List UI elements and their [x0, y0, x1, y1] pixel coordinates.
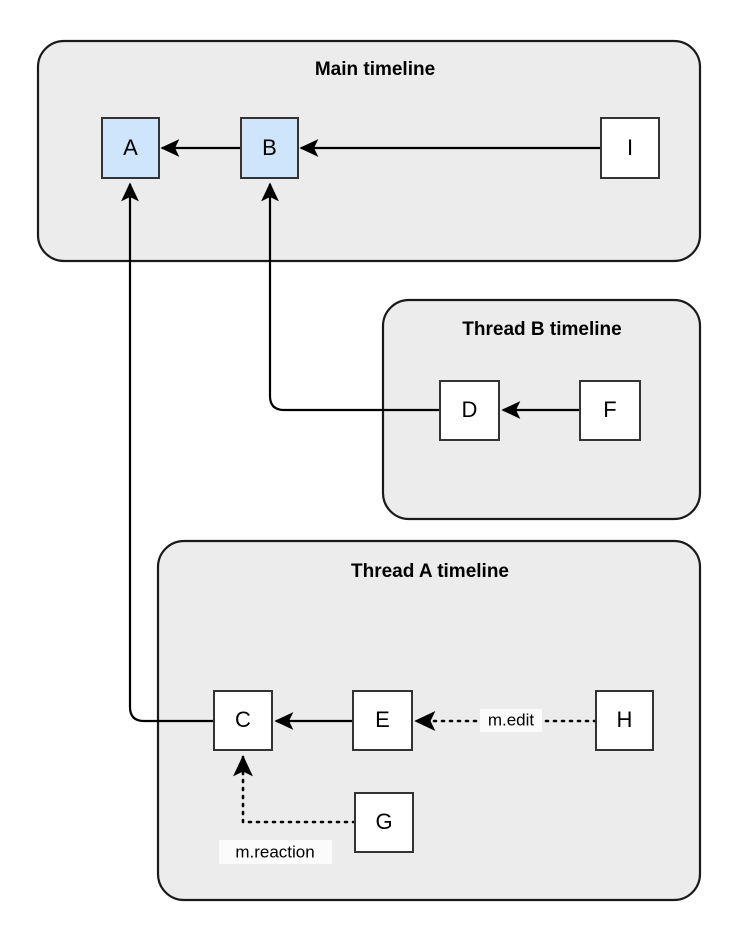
node-c-box[interactable] [213, 690, 273, 751]
group-main-timeline-title: Main timeline [315, 59, 435, 80]
node-d-box[interactable] [439, 380, 500, 441]
node-f-label: F [603, 397, 616, 422]
node-h-box[interactable] [595, 690, 654, 751]
edge-label-m-edit: m.edit [480, 709, 542, 732]
node-b-label: B [262, 135, 277, 160]
edge-g-to-c [233, 755, 357, 824]
edge-label-m-reaction-text: m.reaction [235, 842, 314, 861]
node-a[interactable]: A [101, 117, 160, 179]
edge-label-m-reaction-bg [219, 840, 332, 864]
edge-c-to-a [121, 182, 214, 723]
node-i-label: I [627, 135, 633, 160]
node-g[interactable]: G [354, 792, 414, 853]
node-d-label: D [462, 397, 478, 422]
node-b-box[interactable] [240, 117, 299, 179]
edge-label-m-edit-text: m.edit [488, 710, 535, 729]
node-e-label: E [375, 707, 390, 732]
node-c-label: C [235, 707, 251, 732]
group-thread-b-timeline-title: Thread B timeline [462, 319, 621, 340]
edge-label-m-edit-bg [480, 709, 542, 732]
node-f-box[interactable] [579, 380, 641, 441]
node-b[interactable]: B [240, 117, 299, 179]
node-d[interactable]: D [439, 380, 500, 441]
node-h[interactable]: H [595, 690, 654, 751]
node-a-box[interactable] [101, 117, 160, 179]
node-g-label: G [375, 809, 392, 834]
edge-d-to-b [261, 182, 440, 412]
node-e-box[interactable] [352, 690, 413, 751]
group-thread-a-timeline-title: Thread A timeline [351, 561, 509, 582]
group-main-timeline-box [36, 39, 702, 263]
node-f[interactable]: F [579, 380, 641, 441]
node-i[interactable]: I [600, 117, 660, 179]
node-a-label: A [123, 135, 138, 160]
node-e[interactable]: E [352, 690, 413, 751]
edge-label-m-reaction: m.reaction [219, 840, 332, 864]
node-g-box[interactable] [354, 792, 414, 853]
node-i-box[interactable] [600, 117, 660, 179]
node-h-label: H [617, 707, 633, 732]
group-main-timeline: Main timeline [36, 39, 702, 263]
node-c[interactable]: C [213, 690, 273, 751]
